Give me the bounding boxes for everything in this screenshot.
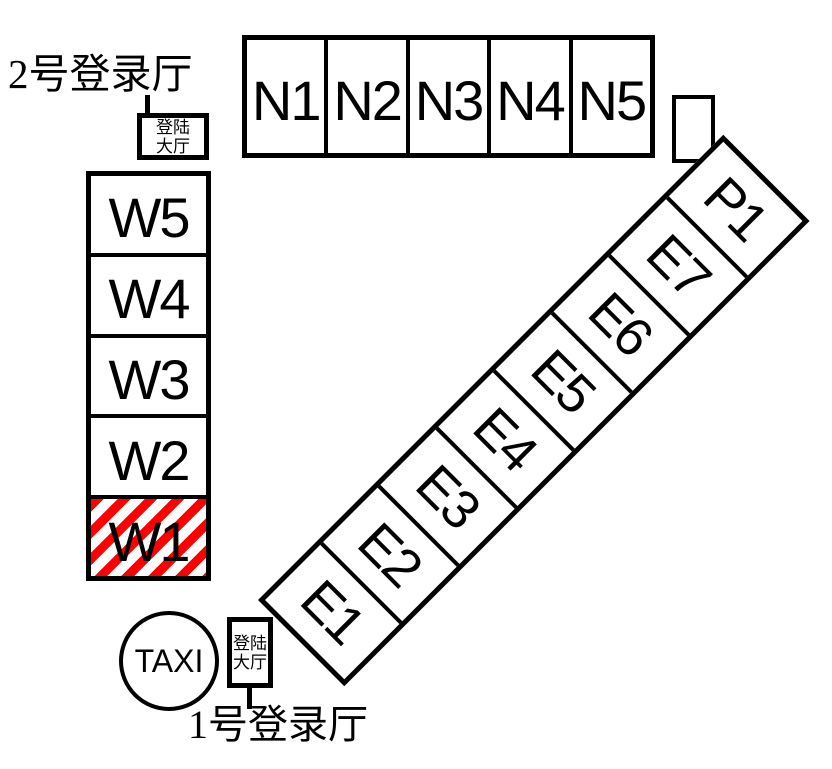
hall-n1-label: N1 [251,68,322,132]
hall-w4: W4 [91,252,206,334]
east-halls-diagonal-strip: E1 E2 E3 E4 E5 E6 E7 P1 [258,134,810,687]
hall-w4-label: W4 [108,267,191,331]
hall-n2: N2 [324,40,405,153]
entrance-1-registration-hall-box: 登陆 大厅 [227,617,273,688]
north-halls-row: N1 N2 N3 N4 N5 [242,35,655,158]
hall-n4-label: N4 [496,68,566,132]
hall-n2-label: N2 [333,68,403,132]
hall-w5-label: W5 [108,186,191,250]
hall-w5: W5 [91,176,206,253]
hall-w3-label: W3 [108,347,191,411]
hall-w3: W3 [91,333,206,415]
hall-p1-label: P1 [692,165,779,252]
entrance-2-connector-line [145,95,150,117]
hall-n3-label: N3 [414,68,485,132]
taxi-stand-badge: TAXI [119,611,219,711]
entrance-1-connector-line [247,686,252,709]
hall-n5-label: N5 [577,68,648,132]
entrance-2-title: 2号登录厅 [8,51,193,97]
entrance-1-title: 1号登录厅 [188,702,368,747]
hall-w1-highlighted: W1 [91,495,206,576]
hall-n1: N1 [247,40,324,153]
hall-w2-label: W2 [108,428,191,492]
hall-n5: N5 [568,40,650,153]
hall-n3: N3 [405,40,487,153]
entrance-2-registration-hall-box: 登陆 大厅 [137,113,209,160]
hall-w2: W2 [91,414,206,495]
west-halls-column: W5 W4 W3 W2 W1 [86,171,211,581]
hall-w1-label: W1 [108,509,191,573]
hall-n4: N4 [487,40,568,153]
